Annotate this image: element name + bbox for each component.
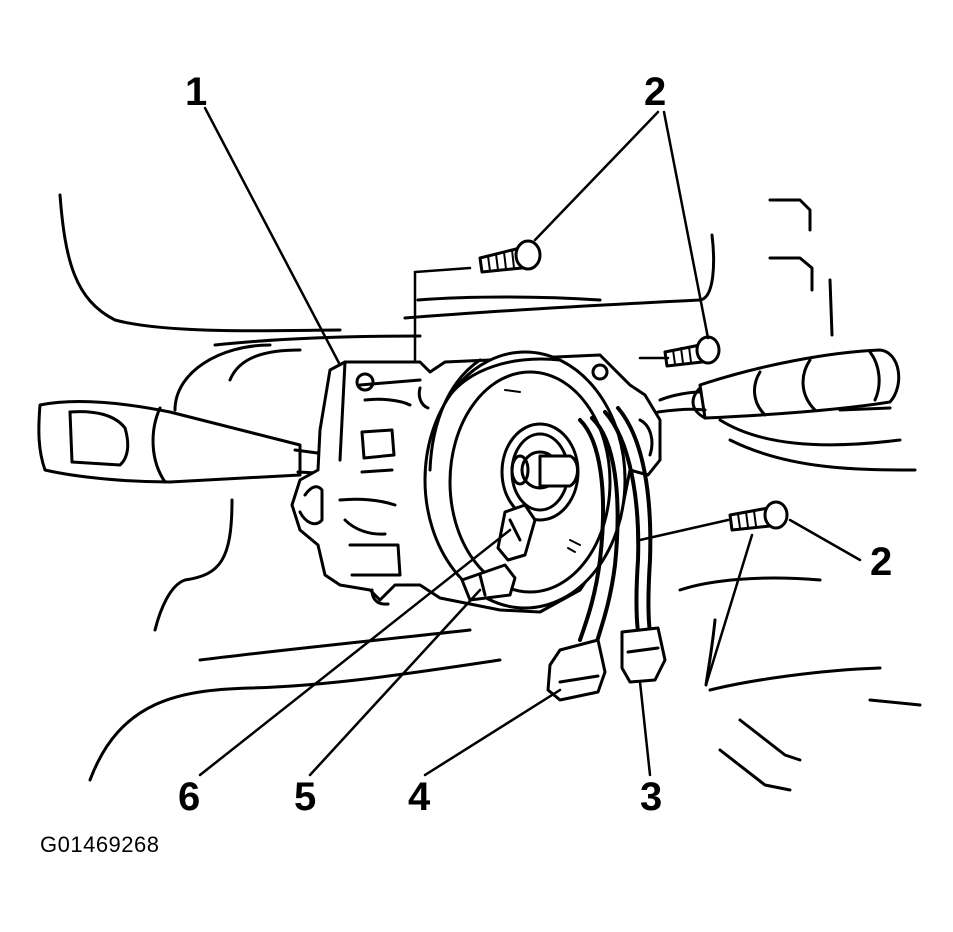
callout-4: 4 <box>408 775 431 819</box>
callout-5: 5 <box>294 775 317 819</box>
figure-id: G01469268 <box>40 832 160 857</box>
callout-3: 3 <box>640 775 663 819</box>
screw-icon-right-lower <box>728 500 789 532</box>
screw-icon-top <box>478 239 542 274</box>
spiral-cable <box>423 350 627 610</box>
callout-2-right: 2 <box>870 540 893 584</box>
wire-harness <box>546 406 667 702</box>
callout-6: 6 <box>178 775 201 819</box>
leader-lines <box>198 106 862 777</box>
callout-1: 1 <box>185 70 208 114</box>
callout-2-top: 2 <box>644 70 667 114</box>
screw-icon-right-upper <box>663 335 721 368</box>
left-lever <box>37 399 374 484</box>
dashboard-outline <box>58 193 922 792</box>
right-lever <box>656 348 901 420</box>
